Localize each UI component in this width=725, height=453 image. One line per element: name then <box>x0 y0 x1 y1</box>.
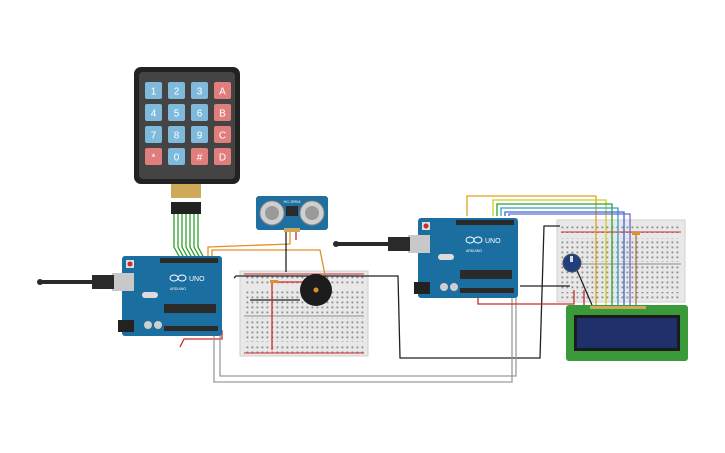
keypad-pins <box>171 184 201 198</box>
arduino-right-board <box>418 218 518 298</box>
keypad-key-4[interactable]: 4 <box>145 104 162 121</box>
arduino-brand-right: ARDUINO <box>466 249 482 253</box>
keypad-key-3[interactable]: 3 <box>191 82 208 99</box>
keypad-key-label: 9 <box>197 131 203 142</box>
keypad-keys[interactable]: 1 2 3 A 4 5 6 B 7 8 9 C * 0 # D <box>145 82 231 165</box>
keypad-key-label: 4 <box>151 109 157 120</box>
usb-plug-right <box>408 235 430 253</box>
usb-cable-left <box>40 280 94 284</box>
resistor-left <box>270 280 278 283</box>
keypad-key-b[interactable]: B <box>214 104 231 121</box>
arduino-uno-left[interactable]: UNO ARDUINO <box>37 256 222 336</box>
keypad-key-7[interactable]: 7 <box>145 126 162 143</box>
buzzer[interactable] <box>300 274 332 306</box>
keypad-key-label: 0 <box>174 153 180 164</box>
keypad-key-label: 6 <box>197 109 203 120</box>
keypad-key-label: A <box>219 87 226 98</box>
keypad-key-c[interactable]: C <box>214 126 231 143</box>
keypad-key-9[interactable]: 9 <box>191 126 208 143</box>
keypad-key-label: 2 <box>174 87 180 98</box>
keypad-key-8[interactable]: 8 <box>168 126 185 143</box>
keypad-key-d[interactable]: D <box>214 148 231 165</box>
keypad-key-label: C <box>219 131 226 142</box>
keypad-key-label: 8 <box>174 131 180 142</box>
keypad-key-2[interactable]: 2 <box>168 82 185 99</box>
keypad-key-label: 3 <box>197 87 203 98</box>
usb-plug-left <box>112 273 134 291</box>
usb-cable-right <box>336 242 390 246</box>
keypad-key-hash[interactable]: # <box>191 148 208 165</box>
sensor-label: HC-SR04 <box>283 199 301 204</box>
potentiometer[interactable] <box>562 253 582 273</box>
lcd-display[interactable] <box>566 305 688 361</box>
keypad-key-label: # <box>197 153 203 164</box>
lcd-screen <box>577 318 677 348</box>
arduino-uno-right[interactable]: UNO ARDUINO <box>333 218 518 298</box>
arduino-model-right: UNO <box>485 238 501 245</box>
keypad-key-star[interactable]: * <box>145 148 162 165</box>
keypad-key-0[interactable]: 0 <box>168 148 185 165</box>
breadboard-right[interactable] <box>556 219 686 303</box>
keypad-key-label: 1 <box>151 87 157 98</box>
keypad-key-label: B <box>219 109 226 120</box>
arduino-right-chip <box>460 270 512 279</box>
arduino-brand-left: ARDUINO <box>170 287 186 291</box>
wires[interactable] <box>173 195 637 383</box>
keypad-key-1[interactable]: 1 <box>145 82 162 99</box>
resistor-right <box>632 232 640 235</box>
arduino-left-board <box>122 256 222 336</box>
keypad-header <box>171 202 201 214</box>
potentiometer-knob[interactable] <box>562 253 582 273</box>
keypad-key-label: 5 <box>174 109 180 120</box>
keypad-key-a[interactable]: A <box>214 82 231 99</box>
ultrasonic-sensor[interactable]: HC-SR04 <box>256 196 328 232</box>
keypad-key-6[interactable]: 6 <box>191 104 208 121</box>
keypad-key-label: D <box>219 153 226 164</box>
keypad-key-label: * <box>152 153 156 164</box>
arduino-left-chip <box>164 304 216 313</box>
keypad-key-label: 7 <box>151 131 157 142</box>
arduino-model-left: UNO <box>189 276 205 283</box>
keypad-key-5[interactable]: 5 <box>168 104 185 121</box>
keypad-face <box>139 72 235 179</box>
keypad[interactable]: 1 2 3 A 4 5 6 B 7 8 9 C * 0 # D <box>134 67 240 214</box>
